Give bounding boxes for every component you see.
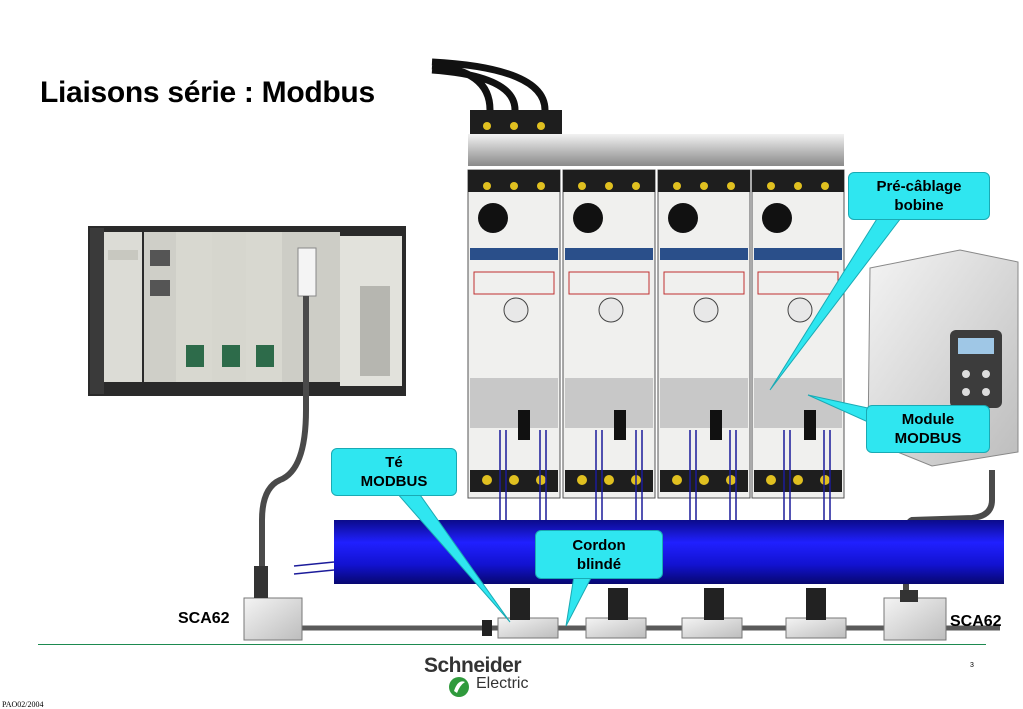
logo-subtitle: Electric [476,675,529,692]
callout-line: Cordon [572,536,626,554]
page-number: 3 [970,662,974,669]
tee-2 [585,588,647,639]
label-sca62-left: SCA62 [178,610,230,627]
starter-3 [657,169,751,499]
callout-module-modbus: Module MODBUS [866,405,990,453]
slide-title: Liaisons série : Modbus [40,76,375,109]
logo-wordmark: Schneider [424,654,522,677]
callout-cordon-blinde: Cordon blindé [535,530,663,579]
callout-line: Pré-câblage [876,178,962,195]
plc-rack [88,226,406,396]
callout-precablage-bobine: Pré-câblage bobine [848,172,990,220]
starter-2 [562,169,656,499]
tee-4 [785,588,847,639]
motor-starters [431,58,845,520]
callout-line: MODBUS [894,430,962,447]
label-sca62-right: SCA62 [950,613,1002,630]
starter-4 [751,169,845,499]
tee-3 [681,588,743,639]
callout-line: Module [901,411,955,428]
callout-pointers [394,213,906,627]
document-reference: PAO02/2004 [2,700,44,709]
blue-wires [499,430,831,520]
bus-wires [293,561,335,575]
module-connectors [518,410,816,440]
footer-divider [38,644,986,645]
plc-cable [259,296,309,570]
callout-line: blindé [576,555,622,573]
starter-1 [467,169,561,499]
callout-line: Té [385,454,403,471]
tee-1 [482,588,559,639]
shielded-cable [243,566,1000,641]
callout-te-modbus: Té MODBUS [331,448,457,496]
callout-line: bobine [894,197,944,214]
schneider-logo-icon [449,677,469,697]
callout-line: MODBUS [360,473,428,490]
